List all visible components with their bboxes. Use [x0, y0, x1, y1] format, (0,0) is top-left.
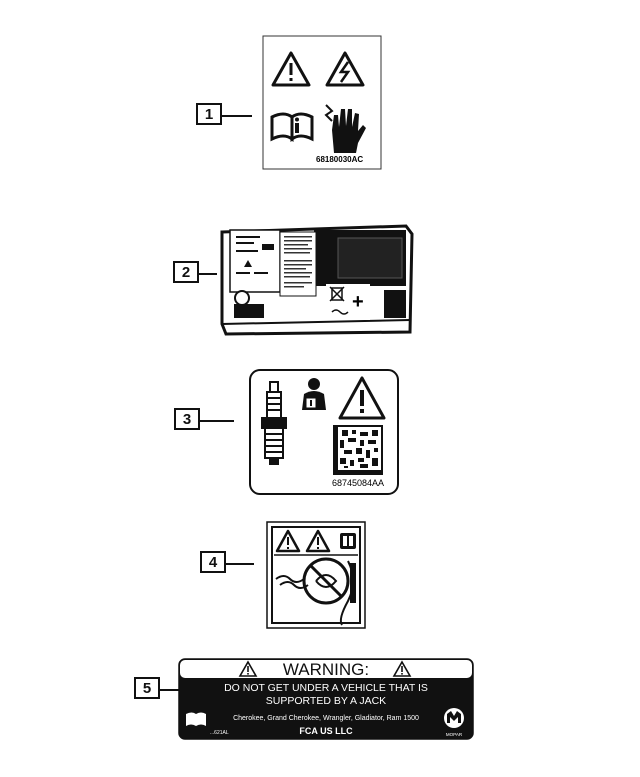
- warning-line-2: SUPPORTED BY A JACK: [266, 695, 386, 707]
- label-3: 68745084AA: [248, 368, 400, 496]
- manual-info-icon: [186, 712, 206, 726]
- warning-triangle-icon-2: [305, 529, 331, 553]
- warning-line-1: DO NOT GET UNDER A VEHICLE THAT IS: [224, 682, 428, 694]
- callout-4: 4: [200, 551, 226, 573]
- electric-shock-icon: [325, 51, 365, 87]
- vehicle-models: Cherokee, Grand Cherokee, Wrangler, Glad…: [233, 715, 419, 722]
- warning-triangle-icon-right: [392, 660, 412, 677]
- warning-triangle-icon-left: [238, 660, 258, 677]
- leader-line-5: [160, 689, 180, 691]
- technician-manual-icon: [302, 378, 326, 410]
- negative-terminal: [234, 290, 250, 306]
- leader-line-3: [200, 420, 234, 422]
- manual-icon: [340, 533, 356, 549]
- battery-graphic: +: [220, 224, 414, 336]
- label-1: 68180030AC: [262, 35, 382, 170]
- brand-name: MOPAR: [446, 732, 463, 737]
- callout-5: 5: [134, 677, 160, 699]
- label-1-part-number: 68180030AC: [316, 155, 363, 164]
- no-fan-hand-icon: [275, 557, 356, 626]
- callout-2: 2: [173, 261, 199, 283]
- warning-header: WARNING:: [283, 660, 369, 679]
- warning-triangle-icon: [271, 51, 311, 87]
- battery-label-text-lines: [236, 236, 274, 274]
- label-4-graphic: [266, 521, 366, 629]
- positive-terminal-symbol: +: [352, 291, 364, 313]
- battery: +: [218, 220, 414, 338]
- label-5-graphic: WARNING: DO NOT GET UNDER A VEHICLE THAT…: [178, 658, 474, 740]
- hand-shock-icon: [324, 104, 366, 153]
- label-1-graphic: 68180030AC: [262, 35, 382, 170]
- callout-1: 1: [196, 103, 222, 125]
- warning-triangle-icon: [338, 376, 386, 420]
- warning-triangle-icon-1: [275, 529, 301, 553]
- company-name: FCA US LLC: [299, 726, 353, 736]
- leader-line-1: [222, 115, 252, 117]
- callout-3: 3: [174, 408, 200, 430]
- spark-plug-icon: [261, 381, 287, 465]
- leader-line-4: [226, 563, 254, 565]
- data-matrix-code: [333, 425, 383, 475]
- label-5: WARNING: DO NOT GET UNDER A VEHICLE THAT…: [178, 658, 474, 740]
- recycle-bin-icon: [329, 286, 345, 302]
- label-3-graphic: 68745084AA: [249, 369, 399, 495]
- label-5-part-number: ...621AL: [210, 730, 229, 736]
- label-4: [266, 521, 366, 629]
- mopar-logo-icon: [444, 708, 464, 728]
- leader-line-2: [199, 273, 217, 275]
- manual-info-icon: [270, 112, 314, 142]
- label-3-part-number: 68745084AA: [332, 478, 384, 488]
